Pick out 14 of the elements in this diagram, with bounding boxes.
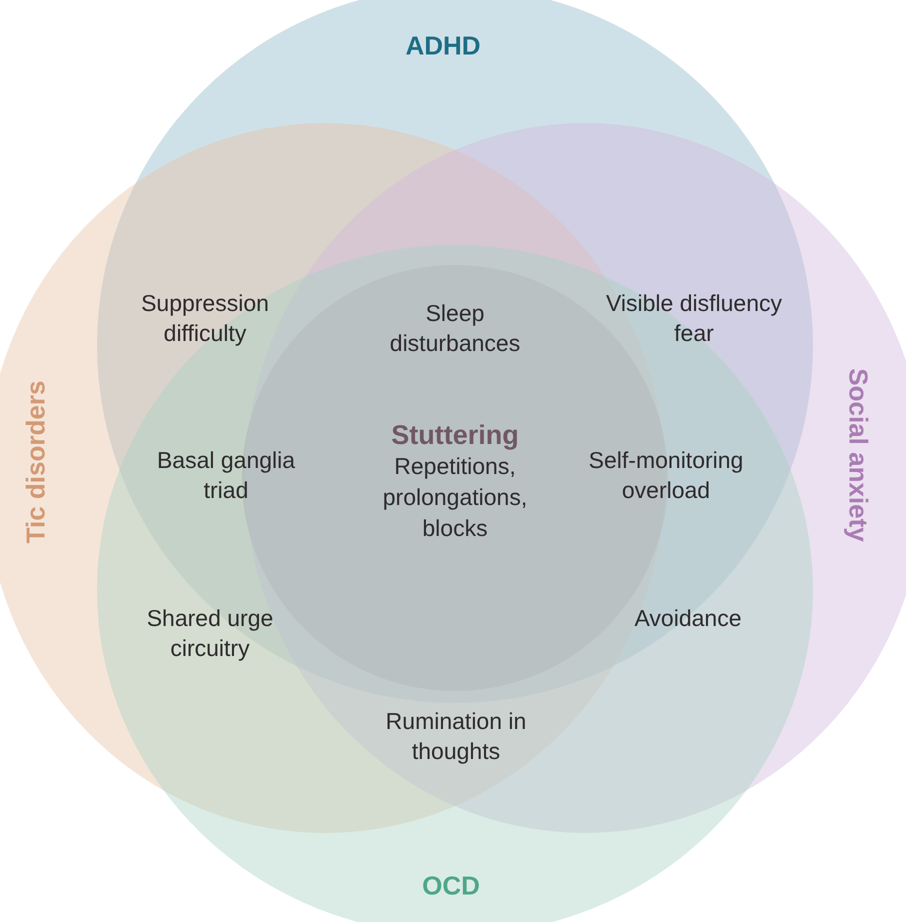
set-title: OCD — [422, 870, 480, 902]
set-title: Tic disorders — [20, 380, 52, 544]
overlap-label: Suppression difficulty — [140, 289, 270, 348]
set-title: ADHD — [405, 30, 481, 62]
overlap-label: Rumination in thoughts — [384, 707, 528, 766]
overlap-label: Self-monitoring overload — [588, 446, 744, 505]
overlap-label: Sleep disturbances — [388, 299, 522, 358]
overlap-label: Basal ganglia triad — [156, 446, 296, 505]
overlap-label: Shared urge circuitry — [146, 604, 274, 663]
set-title: Stuttering — [390, 420, 520, 451]
set-description: Repetitions, prolongations, blocks — [382, 452, 528, 543]
overlap-label: Visible disfluency fear — [604, 289, 783, 348]
overlap-label: Avoidance — [634, 604, 742, 633]
set-title: Social anxiety — [842, 368, 874, 542]
